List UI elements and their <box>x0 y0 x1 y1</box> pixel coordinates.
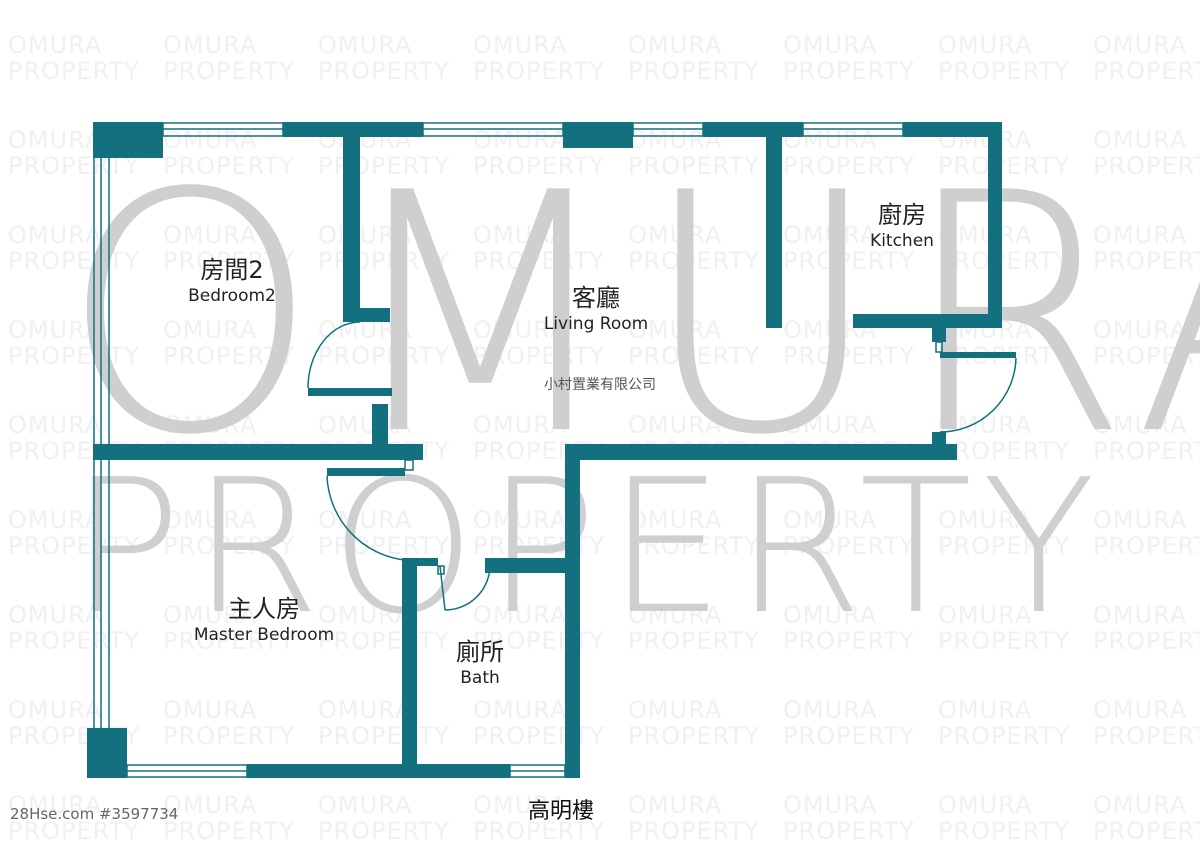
room-name-en: Master Bedroom <box>193 625 335 645</box>
room-name-en: Bath <box>460 668 500 688</box>
room-name-en: Kitchen <box>870 231 934 251</box>
windows <box>93 122 904 778</box>
room-name-en: Living Room <box>543 314 649 334</box>
room-master-bedroom: 主人房 Master Bedroom <box>194 594 334 646</box>
room-name-zh: 廁所 <box>456 638 504 666</box>
room-name-zh: 房間2 <box>200 256 264 284</box>
building-name: 高明樓 <box>527 799 595 824</box>
room-bath: 廁所 Bath <box>456 637 504 689</box>
watermark-property: PROPERTY <box>70 439 1106 655</box>
watermark-omura: OMURA <box>60 123 1200 507</box>
room-living: 客廳 Living Room <box>544 283 648 335</box>
room-bedroom2: 房間2 Bedroom2 <box>188 255 276 307</box>
room-name-zh: 客廳 <box>571 284 620 312</box>
walls <box>87 122 1016 778</box>
room-name-en: Bedroom2 <box>188 286 276 306</box>
listing-reference: 28Hse.com #3597734 <box>10 805 179 823</box>
agency-name: 小村置業有限公司 <box>544 377 656 393</box>
door-swings <box>307 321 1017 611</box>
room-name-zh: 主人房 <box>227 595 300 623</box>
room-kitchen: 廚房 Kitchen <box>870 200 934 252</box>
room-name-zh: 廚房 <box>878 201 926 229</box>
